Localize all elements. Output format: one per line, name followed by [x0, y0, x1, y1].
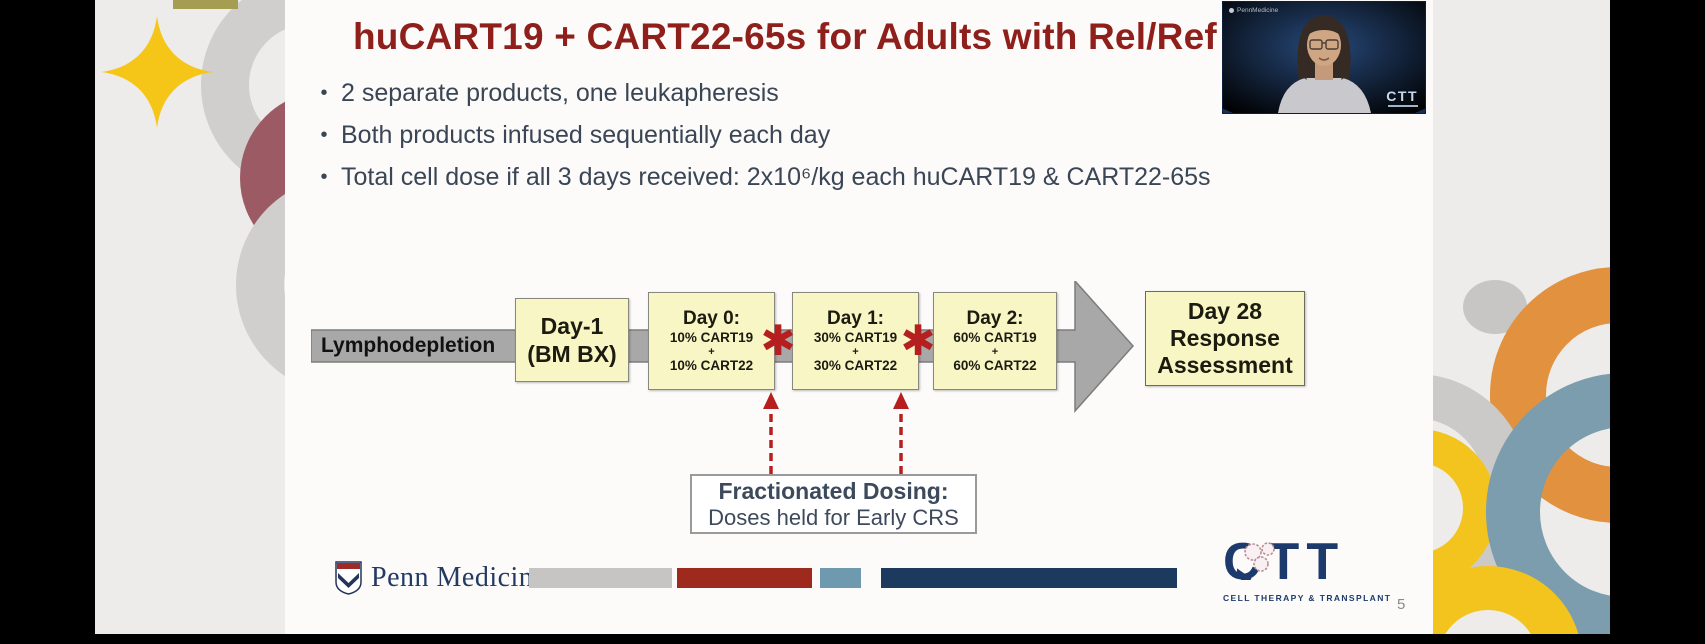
ctt-wordmark: CTT	[1223, 534, 1423, 590]
left-decoration-art	[101, 0, 285, 376]
day-minus1-line1: Day-1	[540, 313, 604, 339]
timeline-box-day2: Day 2: 60% CART19 + 60% CART22	[933, 292, 1057, 390]
day28-line1: Day 28	[1187, 298, 1263, 324]
callout-title: Fractionated Dosing:	[718, 477, 949, 504]
penn-shield-icon	[335, 561, 362, 595]
right-decoration-strip	[1433, 0, 1610, 634]
day1-title: Day 1:	[826, 308, 885, 329]
speaker-portrait	[1223, 2, 1425, 113]
timeline-box-day-minus1: Day-1 (BM BX)	[515, 298, 629, 382]
lymphodepletion-label: Lymphodepletion	[321, 334, 496, 357]
day1-cart19: 30% CART19	[813, 330, 898, 345]
webcam-ctt-badge: CTT	[1386, 89, 1418, 107]
watermark-text: PennMedicine	[1237, 7, 1279, 14]
day2-cart22: 60% CART22	[953, 358, 1037, 373]
callout-subtitle: Doses held for Early CRS	[708, 504, 959, 530]
list-item: • Total cell dose if all 3 days received…	[307, 160, 1307, 194]
day2-title: Day 2:	[966, 308, 1024, 329]
day2-plus: +	[991, 346, 999, 358]
footer-bar-navy	[881, 568, 1177, 588]
asterisk-icon: ✱	[760, 316, 796, 365]
day0-cart19: 10% CART19	[669, 330, 754, 345]
fractionated-dosing-callout: Fractionated Dosing: Doses held for Earl…	[690, 474, 977, 534]
day0-title: Day 0:	[682, 308, 741, 329]
left-decoration-strip	[95, 0, 285, 634]
day2-cart19: 60% CART19	[953, 330, 1037, 345]
bullet-list: • 2 separate products, one leukapheresis…	[307, 76, 1307, 202]
footer-bar-blue	[820, 568, 861, 588]
list-item: • 2 separate products, one leukapheresis	[307, 76, 1307, 110]
day0-cart22: 10% CART22	[669, 358, 754, 373]
ctt-cells-icon	[1237, 542, 1275, 580]
timeline-box-day1: Day 1: 30% CART19 + 30% CART22	[792, 292, 919, 390]
ctt-logo: CTT CELL THERAPY & TRANSPLANT	[1223, 534, 1423, 603]
bullet-icon: •	[320, 124, 328, 146]
day28-line2: Response	[1170, 325, 1280, 351]
footer-bar-red	[677, 568, 812, 588]
bullet-icon: •	[320, 166, 328, 188]
timeline-box-day28: Day 28 Response Assessment	[1145, 291, 1305, 386]
asterisk-icon: ✱	[900, 316, 936, 365]
list-item: • Both products infused sequentially eac…	[307, 118, 1307, 152]
webcam-ctt-tagline-bar	[1388, 105, 1418, 107]
watermark-logo-icon	[1229, 8, 1234, 13]
day1-cart22: 30% CART22	[813, 358, 898, 373]
slide-title: huCART19 + CART22-65s for Adults with Re…	[353, 16, 1237, 57]
day1-plus: +	[852, 346, 859, 358]
dashed-arrows-up-icon	[763, 392, 909, 474]
bullet-text: Both products infused sequentially each …	[341, 121, 831, 149]
bullet-icon: •	[320, 82, 328, 104]
bullet-text: Total cell dose if all 3 days received: …	[341, 163, 1211, 191]
penn-medicine-wordmark: Penn Medicine	[371, 562, 547, 593]
webcam-ctt-letters: CTT	[1386, 88, 1418, 104]
speaker-webcam-video[interactable]: PennMedicine CTT	[1223, 2, 1425, 113]
day0-plus: +	[708, 346, 715, 358]
ctt-letters: CTT	[1223, 533, 1346, 591]
ctt-tagline: CELL THERAPY & TRANSPLANT	[1223, 593, 1392, 603]
bullet-text: 2 separate products, one leukapheresis	[341, 79, 779, 107]
page-number: 5	[1397, 596, 1406, 613]
penn-medicine-logo: Penn Medicine	[335, 558, 546, 598]
timeline-box-day0: Day 0: 10% CART19 + 10% CART22	[648, 292, 775, 390]
right-decoration-art	[1433, 267, 1610, 634]
day-minus1-line2: (BM BX)	[527, 341, 617, 367]
webcam-watermark: PennMedicine	[1229, 7, 1278, 14]
yellow-star-shape	[101, 16, 213, 128]
day28-line3: Assessment	[1157, 352, 1293, 378]
footer-bar-gray	[529, 568, 672, 588]
